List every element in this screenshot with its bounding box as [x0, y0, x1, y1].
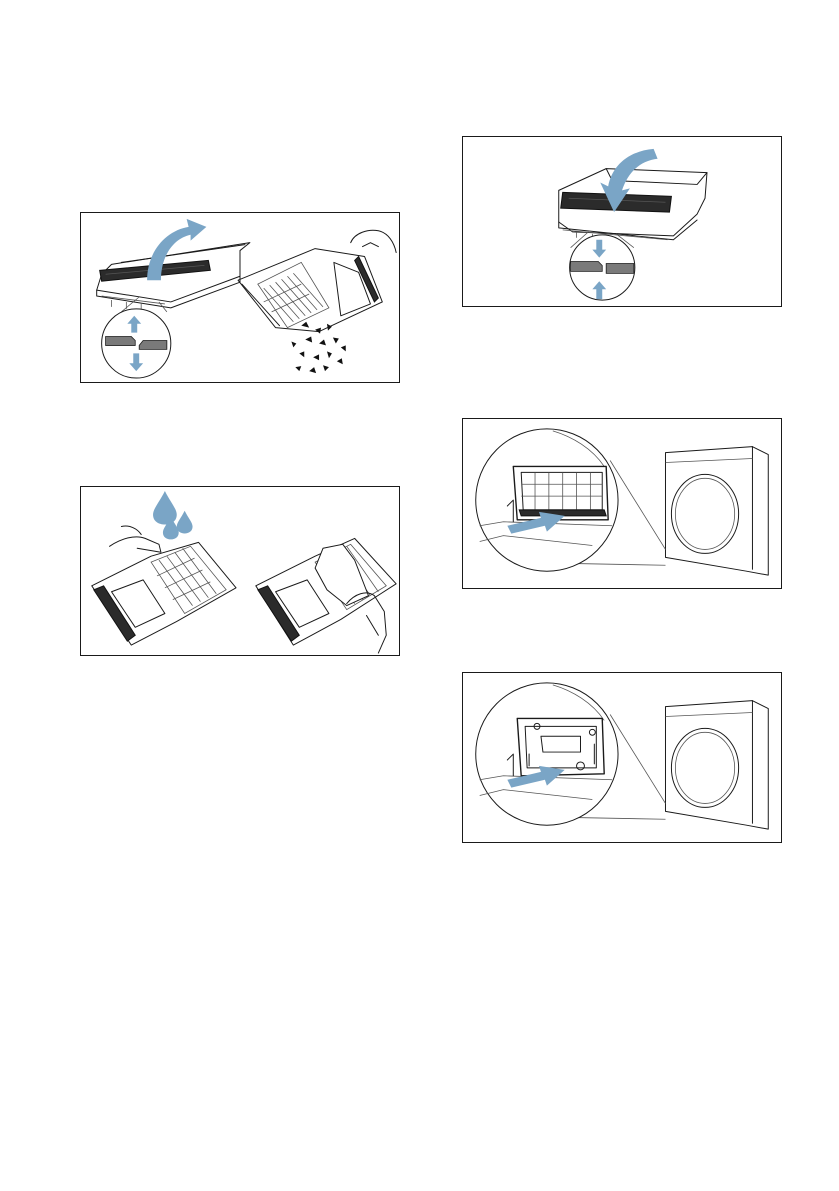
- insert-filter-illustration: [463, 419, 781, 588]
- hand-icon: [110, 526, 161, 552]
- dryer-icon: [665, 701, 768, 829]
- dryer-icon: [665, 447, 768, 575]
- lift-frame-illustration: [81, 213, 399, 382]
- insert-slot-illustration: [463, 673, 781, 842]
- cloth-icon: [315, 544, 368, 605]
- magnifier-callout-icon: [476, 683, 666, 825]
- filter-frame-left: [92, 542, 236, 645]
- magnifier-callout-icon: [476, 429, 666, 571]
- open-filter-frame: [238, 249, 382, 332]
- figure-insert-filter: [462, 418, 782, 589]
- latch-release-icon: [102, 297, 171, 378]
- figure-close-frame: [462, 136, 782, 307]
- close-frame-illustration: [463, 137, 781, 306]
- filter-tray: [559, 169, 707, 241]
- figure-lift-frame-empty-fluff: [80, 212, 400, 383]
- figure-insert-slot: [462, 672, 782, 843]
- latch-engage-icon: [570, 232, 635, 300]
- filter-tray: [97, 243, 250, 311]
- figure-rinse-wipe-filter: [80, 486, 400, 656]
- hand-icon: [351, 230, 396, 252]
- rinse-wipe-illustration: [81, 487, 399, 655]
- water-drop-icon: [153, 491, 193, 539]
